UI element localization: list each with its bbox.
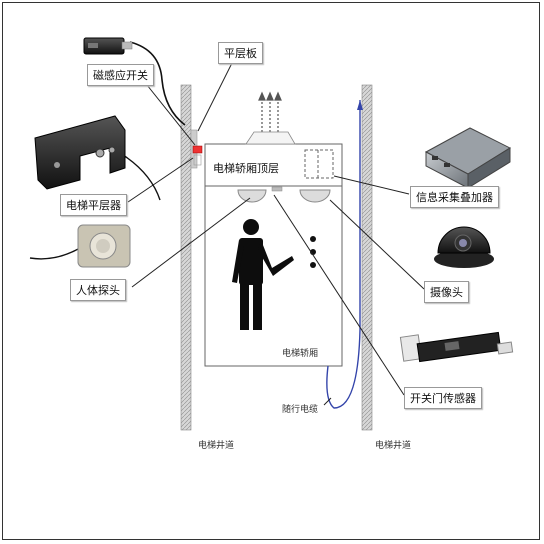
shaft-wall-right (361, 84, 373, 431)
outer-frame (2, 2, 540, 540)
human-probe-device (77, 224, 131, 268)
shaft-label-left: 电梯井道 (198, 441, 235, 451)
traveling-cable (326, 100, 361, 409)
leader-magnetic-switch (142, 79, 196, 146)
car-roof-box (204, 143, 343, 187)
elevator-leveler-device (34, 115, 126, 190)
label-human-probe: 人体探头 (70, 279, 126, 301)
car-roof-cap (245, 131, 296, 145)
label-elevator-leveler: 电梯平层器 (60, 194, 127, 216)
camera-dome (299, 189, 331, 203)
info-collector-box (304, 149, 334, 179)
leader-leveler (127, 157, 194, 203)
leader-info-overlay (333, 175, 410, 195)
car-body-box (204, 185, 343, 367)
shaft-label-right: 电梯井道 (375, 441, 412, 451)
door-sensor-device (399, 331, 514, 363)
leader-leveling-plate (197, 54, 237, 132)
camera-device (434, 226, 494, 268)
leader-camera (329, 199, 425, 290)
human-probe-dome (237, 189, 267, 203)
car-body-label: 电梯轿厢 (282, 349, 319, 359)
label-leveling-plate: 平层板 (218, 42, 263, 64)
ceiling-light (271, 186, 283, 192)
switch-cable (129, 41, 186, 126)
person-figure (232, 219, 294, 330)
label-info-overlay: 信息采集叠加器 (410, 186, 499, 208)
top-cable-arrows (258, 91, 282, 134)
leader-cable (323, 397, 332, 406)
magnetic-switch-mark (192, 145, 203, 154)
shaft-wall-left (180, 84, 192, 431)
label-camera: 摄像头 (424, 281, 469, 303)
cable-label: 随行电缆 (282, 405, 319, 415)
leader-human-probe (131, 197, 251, 288)
floor-indicator-dots (310, 236, 316, 268)
label-magnetic-switch: 磁感应开关 (87, 64, 154, 86)
magnetic-switch-device (83, 37, 133, 55)
car-roof-label: 电梯轿厢顶层 (213, 162, 279, 175)
leader-door-sensor (273, 194, 405, 396)
probe-cable (29, 247, 81, 260)
label-door-sensor: 开关门传感器 (404, 387, 482, 409)
info-overlay-device (424, 127, 512, 189)
